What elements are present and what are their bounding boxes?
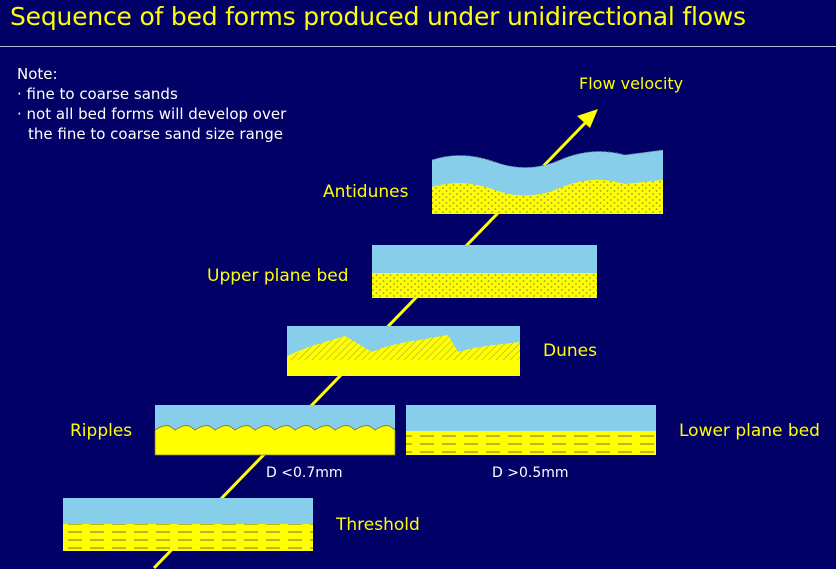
note-heading: Note: [17, 65, 58, 83]
antidunes-label: Antidunes [323, 182, 409, 202]
lower-plane-bed-panel [406, 405, 656, 455]
threshold-label: Threshold [336, 515, 420, 535]
dunes-label: Dunes [543, 341, 597, 361]
ripples-panel [154, 405, 396, 456]
flow-velocity-label: Flow velocity [579, 74, 684, 93]
ripples-label: Ripples [70, 421, 133, 441]
title-divider [0, 46, 836, 47]
arrowhead-icon [577, 109, 598, 128]
antidunes-panel [431, 149, 664, 214]
threshold-panel [63, 498, 313, 551]
ripples-grain-size: D <0.7mm [266, 465, 343, 481]
upper-plane-bed-label: Upper plane bed [207, 266, 349, 286]
lower-plane-bed-label: Lower plane bed [679, 421, 820, 441]
note-box: Note: · fine to coarse sands · not all b… [17, 64, 313, 144]
upper-plane-bed-panel [372, 245, 597, 298]
dunes-panel [287, 326, 520, 376]
lower-plane-bed-grain-size: D >0.5mm [492, 465, 569, 481]
note-item: · not all bed forms will develop over th… [17, 105, 287, 143]
slide-title: Sequence of bed forms produced under uni… [10, 2, 746, 31]
note-item: · fine to coarse sands [17, 85, 178, 103]
